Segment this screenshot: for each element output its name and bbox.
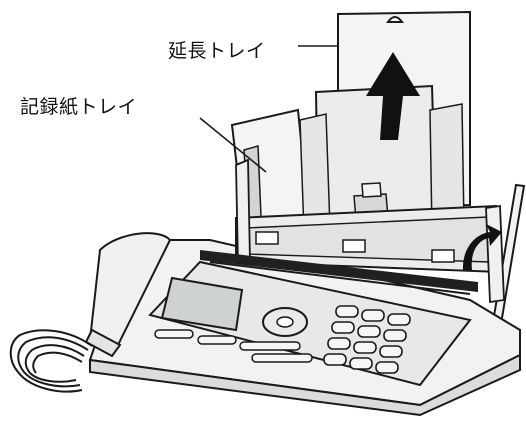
coiled-cord	[9, 329, 93, 393]
nav-pad	[262, 307, 308, 337]
extension-tray-label: 延長トレイ	[168, 40, 266, 62]
handset	[84, 232, 172, 358]
lcd-display	[160, 276, 244, 332]
function-buttons	[154, 329, 313, 363]
paper-tray-leader	[199, 117, 267, 173]
feeder-cover	[200, 158, 505, 304]
keypad	[323, 305, 411, 374]
up-arrow-icon	[366, 52, 420, 140]
extension-tray	[299, 10, 471, 233]
curved-arrow-icon	[462, 224, 502, 270]
paper-tray-label: 記録紙トレイ	[20, 96, 138, 118]
